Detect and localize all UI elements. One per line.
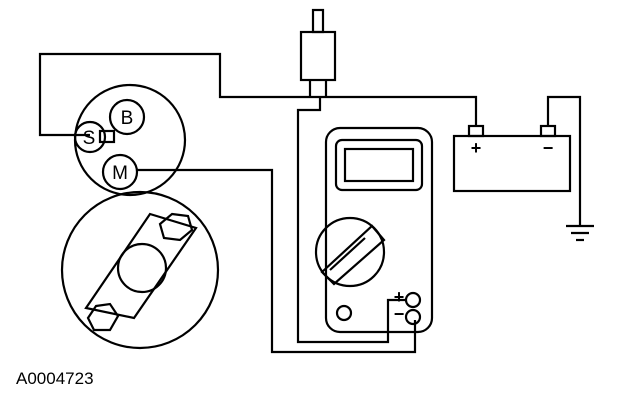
meter-negative-label: − [394,304,405,324]
terminal-b-label: B [121,108,134,129]
meter-positive-label: + [394,287,405,307]
flange-housing [60,190,220,350]
meter-selector-pointer [329,237,366,271]
meter-positive-jack [404,291,422,309]
mounting-bolt-upper [158,212,194,242]
wire-switch-to-battery-positive [310,95,478,126]
terminal-s [73,120,107,154]
starter-solenoid [73,83,187,197]
battery-positive-post [467,124,485,138]
starter-flange [60,190,220,350]
mounting-bolt-lower [86,302,120,332]
mounting-plate [84,212,198,320]
meter-display [343,147,415,183]
terminal-s-label: S [83,128,96,149]
meter-com-jack [335,304,353,322]
terminal-s-post [98,129,116,144]
battery-negative-label: − [543,138,554,158]
battery [452,124,572,193]
meter-negative-jack [404,308,422,326]
flange-bore [116,242,168,294]
meter-case [324,126,434,334]
starter-switch [299,8,337,97]
meter-selector-dial [314,216,386,288]
multimeter [314,126,434,334]
terminal-m-label: M [112,163,128,184]
wire-switch-to-meter-positive [296,97,405,344]
wire-m-to-meter-negative [136,168,417,354]
wire-battery-negative-to-ground [546,95,582,225]
wires [38,52,582,354]
battery-case [452,134,572,193]
battery-negative-post [539,124,557,138]
battery-positive-label: + [471,138,482,158]
ground-icon [566,224,594,242]
wire-s-to-switch [38,52,310,137]
figure-reference: A0004723 [16,369,94,388]
terminal-b [108,98,146,136]
switch-stem [311,8,325,34]
meter-selector-knob [320,224,386,286]
terminal-m [101,153,139,191]
meter-display-bezel [334,138,424,192]
switch-body [299,30,337,82]
